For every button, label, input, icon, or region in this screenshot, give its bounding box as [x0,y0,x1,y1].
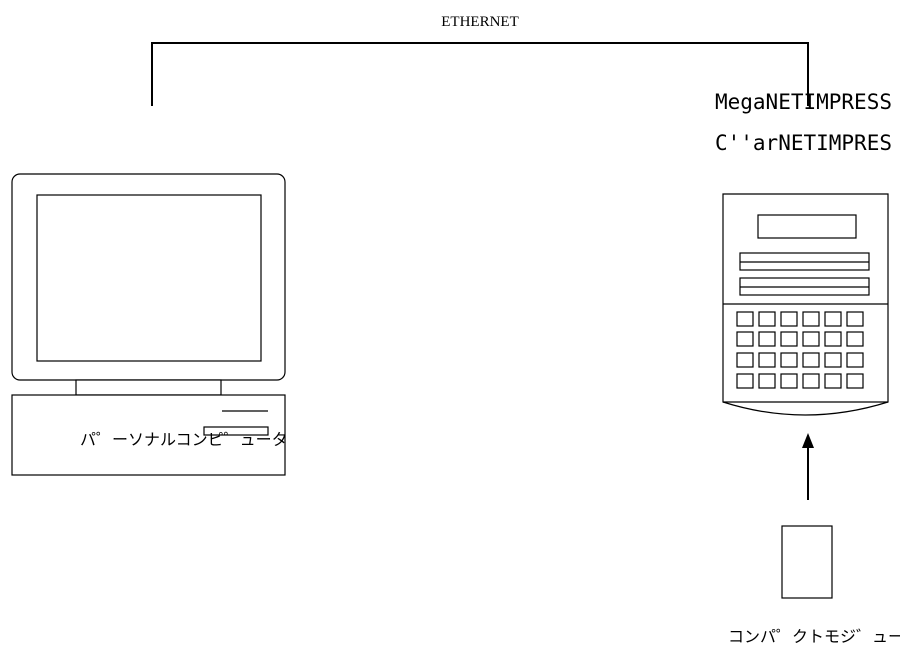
ethernet-label: ETHERNET [441,14,519,30]
pc-drive-bay [203,426,269,436]
module-label: コンパ゜クトモジ゛ュール [728,627,900,646]
device-keypad [736,311,864,389]
insert-arrow [802,433,814,500]
device-name-line-2: C''arNETIMPRES [714,131,892,155]
compact-module-icon [781,525,833,599]
pc-icon [11,173,286,476]
pc-monitor-screen [36,194,262,362]
device-display [757,214,857,239]
device-name-line-1: MegaNETIMPRESS [714,90,892,114]
device-icon [722,193,889,416]
pc-label: パ゜ーソナルコンピ゜ュータ [80,430,288,449]
pc-monitor-stand [75,379,222,396]
ethernet-line [151,42,809,106]
